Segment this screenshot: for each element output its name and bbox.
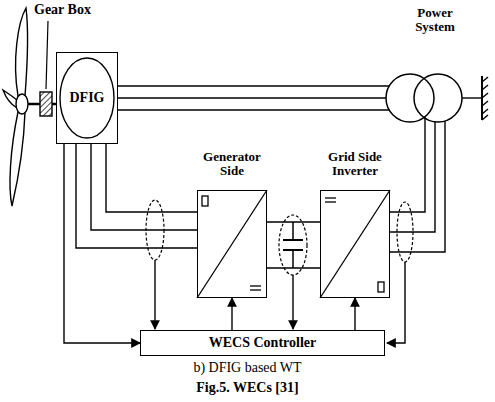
- signal-arrow: [64, 144, 140, 343]
- converter-symbol: [197, 190, 390, 298]
- node-label: DFIG: [66, 90, 109, 105]
- controller-box: WECS Controller: [140, 330, 385, 356]
- inverter-box: Grid Side Inverter: [313, 150, 397, 298]
- sub-caption: b) DFIG based WT: [0, 360, 495, 376]
- node-label: WECS Controller: [205, 335, 320, 350]
- capacitor-symbol: [283, 222, 303, 268]
- power-line: [390, 117, 445, 252]
- node-label: Generator Side: [190, 150, 274, 179]
- signal-arrow: [354, 298, 355, 330]
- signal-line: [292, 275, 293, 329]
- turbine-blades: [3, 8, 28, 206]
- node-label: Power System: [404, 6, 466, 35]
- generator-box: DFIG: [56, 52, 118, 144]
- converter-box: Generator Side: [190, 150, 274, 298]
- sensor-ellipse: [279, 215, 307, 275]
- converter-frame: [197, 190, 267, 298]
- node-label: Grid Side Inverter: [313, 150, 397, 179]
- grid-ground: [462, 76, 488, 120]
- part-label: Gear Box: [34, 2, 91, 18]
- converter-frame: [320, 190, 390, 298]
- figure-caption: Fig.5. WECs [31]: [0, 380, 495, 396]
- transformer-node: Power System: [385, 6, 485, 124]
- signal-line: [154, 260, 155, 329]
- power-line: [118, 86, 389, 110]
- shaft: [28, 103, 40, 106]
- power-line: [76, 144, 197, 248]
- gearbox: [40, 92, 52, 116]
- signal-arrow: [231, 298, 232, 330]
- power-line: [267, 222, 320, 268]
- leader-line: [46, 21, 48, 89]
